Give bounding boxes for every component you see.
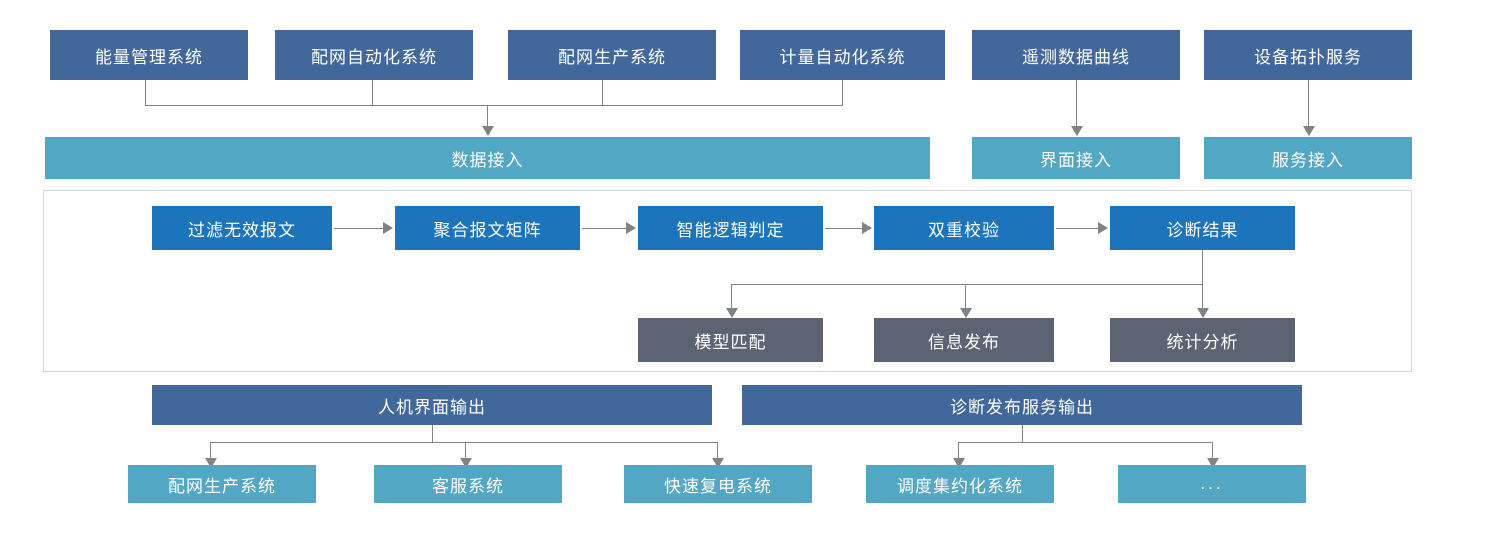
pipeline-step-diagnosis-result[interactable]: 诊断结果 [1110,206,1295,250]
connector-drop-model-matching [731,284,732,310]
connector-drop-service-access [1308,80,1309,128]
arrow-pipeline-1-2 [383,222,393,234]
consumer-label: ... [1200,474,1224,493]
source-label: 遥测数据曲线 [1022,47,1130,67]
connector-drop-from-diagnosis-result [1202,250,1203,284]
source-box-telemetry-curve[interactable]: 遥测数据曲线 [972,30,1180,80]
arrow-data-access [482,126,494,136]
connector-pipeline-2-3 [582,228,627,229]
result-box-model-matching[interactable]: 模型匹配 [638,318,823,362]
connector-drop-consumer-fast-restoration [717,442,718,460]
output-channel-label: 诊断发布服务输出 [950,397,1094,417]
connector-drop-ui-access [1076,80,1077,128]
pipeline-step-filter-invalid-messages[interactable]: 过滤无效报文 [152,206,332,250]
connector-stub-energy-management [145,80,146,105]
access-bar-label: 界面接入 [1040,150,1112,170]
arrow-consumer-customer-service [460,458,472,468]
consumer-label: 客服系统 [432,476,504,496]
pipeline-step-label: 诊断结果 [1166,220,1239,240]
connector-drop-from-diagnosis-service-output [1022,425,1023,442]
access-bar-ui[interactable]: 界面接入 [972,137,1180,179]
result-label: 信息发布 [928,332,1000,352]
source-label: 配网自动化系统 [311,47,437,67]
pipeline-step-label: 双重校验 [928,220,1000,240]
result-label: 统计分析 [1166,332,1239,352]
connector-stub-distribution-production [602,80,603,105]
consumer-box-fast-restoration[interactable]: 快速复电系统 [624,465,812,503]
connector-drop-consumer-distribution-production [210,442,211,460]
connector-drop-data-access [487,105,488,128]
connector-pipeline-4-5 [1056,228,1099,229]
consumer-box-customer-service[interactable]: 客服系统 [374,465,562,503]
arrow-consumer-distribution-production [205,458,217,468]
source-label: 配网生产系统 [558,47,666,67]
connector-stub-distribution-automation [372,80,373,105]
result-label: 模型匹配 [694,332,767,352]
connector-drop-consumer-dispatch-intensive [958,442,959,460]
connector-bus-service-consumers [958,442,1212,443]
source-label: 计量自动化系统 [779,47,906,67]
pipeline-step-label: 智能逻辑判定 [676,220,785,240]
consumer-box-dispatch-intensive[interactable]: 调度集约化系统 [866,465,1054,503]
access-bar-label: 服务接入 [1272,150,1344,170]
source-box-distribution-automation[interactable]: 配网自动化系统 [275,30,473,80]
arrow-consumer-more [1207,458,1219,468]
arrow-info-publish [960,308,972,318]
connector-drop-statistical-analysis [1202,284,1203,310]
connector-drop-info-publish [965,284,966,310]
connector-bus-hmi-consumers [210,442,717,443]
source-box-device-topology-service[interactable]: 设备拓扑服务 [1204,30,1412,80]
consumer-box-more[interactable]: ... [1118,465,1306,503]
pipeline-step-dual-verification[interactable]: 双重校验 [874,206,1054,250]
connector-drop-consumer-customer-service [465,442,466,460]
output-channel-hmi[interactable]: 人机界面输出 [152,385,712,425]
arrow-service-access [1303,126,1315,136]
connector-pipeline-3-4 [825,228,863,229]
pipeline-step-aggregate-message-matrix[interactable]: 聚合报文矩阵 [395,206,580,250]
pipeline-step-label: 聚合报文矩阵 [433,220,542,240]
arrow-ui-access [1071,126,1083,136]
source-box-distribution-production[interactable]: 配网生产系统 [508,30,716,80]
connector-bus-data-sources [145,105,843,106]
connector-drop-consumer-more [1212,442,1213,460]
source-box-metering-automation[interactable]: 计量自动化系统 [740,30,945,80]
arrow-model-matching [726,308,738,318]
connector-bus-results [731,284,1203,285]
arrow-consumer-fast-restoration [712,458,724,468]
source-box-energy-management[interactable]: 能量管理系统 [50,30,248,80]
arrow-pipeline-2-3 [626,222,636,234]
source-label: 能量管理系统 [95,47,203,67]
result-box-info-publish[interactable]: 信息发布 [874,318,1054,362]
result-box-statistical-analysis[interactable]: 统计分析 [1110,318,1295,362]
pipeline-step-intelligent-logic-decision[interactable]: 智能逻辑判定 [638,206,823,250]
consumer-label: 配网生产系统 [168,476,276,496]
connector-stub-metering-automation [842,80,843,105]
output-channel-label: 人机界面输出 [378,397,486,417]
source-label: 设备拓扑服务 [1254,47,1362,67]
access-bar-service[interactable]: 服务接入 [1204,137,1412,179]
connector-pipeline-1-2 [334,228,384,229]
arrow-pipeline-4-5 [1098,222,1108,234]
consumer-label: 调度集约化系统 [897,476,1023,496]
arrow-pipeline-3-4 [862,222,872,234]
connector-drop-from-hmi-output [432,425,433,442]
access-bar-data[interactable]: 数据接入 [45,137,930,179]
consumer-label: 快速复电系统 [664,476,772,496]
access-bar-label: 数据接入 [451,150,524,170]
arrow-consumer-dispatch-intensive [953,458,965,468]
output-channel-diagnosis-service[interactable]: 诊断发布服务输出 [742,385,1302,425]
pipeline-step-label: 过滤无效报文 [188,220,296,240]
consumer-box-distribution-production[interactable]: 配网生产系统 [128,465,316,503]
arrow-statistical-analysis [1197,308,1209,318]
